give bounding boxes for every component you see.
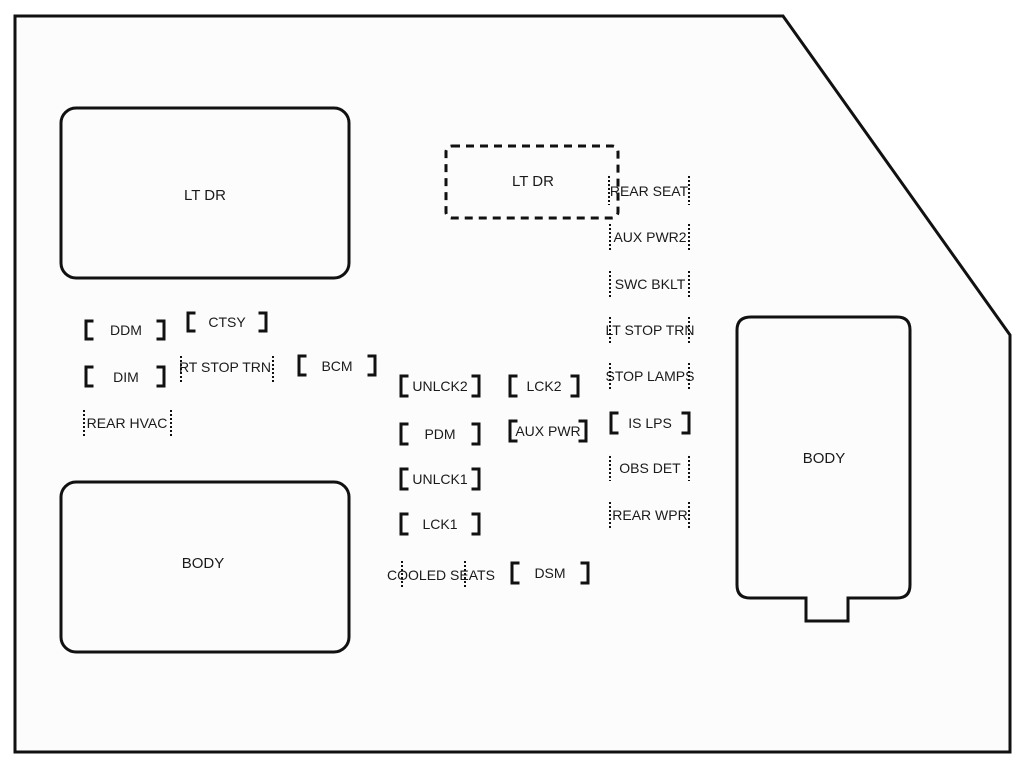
fuse-label: BCM (321, 358, 352, 374)
fuse-label: REAR HVAC (87, 415, 168, 431)
fuse-cooled-seats: COOLED SEATS (387, 561, 495, 587)
fuse-label: DDM (110, 322, 142, 338)
fuse-dim: DIM (84, 365, 166, 388)
relay-lt-dr-top-left: LT DR (59, 106, 351, 280)
fuse-label: AUX PWR (515, 423, 580, 439)
relay-label: BODY (803, 450, 846, 467)
fuse-ctsy: CTSY (186, 311, 268, 333)
relay-lt-dr-center-optional: LT DR (444, 144, 620, 220)
relay-body-bottom-left: BODY (59, 480, 351, 654)
fuse-lck2: LCK2 (508, 374, 580, 398)
fuse-label: LCK1 (422, 516, 457, 532)
fuse-label: REAR WPR (612, 507, 687, 523)
fuse-ddm: DDM (84, 319, 166, 341)
relay-label: LT DR (184, 187, 226, 204)
fuse-stop-lamps: STOP LAMPS (606, 363, 695, 389)
fuse-label: SWC BKLT (615, 276, 686, 292)
fuse-label: LCK2 (526, 378, 561, 394)
fuse-dsm: DSM (510, 561, 590, 585)
fuse-label: STOP LAMPS (606, 368, 695, 384)
fuse-is-lps: IS LPS (609, 411, 691, 435)
fuse-unlck2: UNLCK2 (399, 374, 481, 398)
fuse-lck1: LCK1 (399, 512, 481, 536)
fuse-label: REAR SEAT (610, 183, 689, 199)
fuse-label: AUX PWR2 (613, 229, 686, 245)
fuse-rear-seat: REAR SEAT (608, 176, 690, 205)
fuse-rt-stop-trn: RT STOP TRN (179, 356, 274, 382)
fuse-label: DIM (113, 369, 139, 385)
fuse-unlck1: UNLCK1 (399, 467, 481, 491)
fuse-bcm: BCM (297, 354, 377, 377)
fuse-label: PDM (424, 426, 455, 442)
fuse-label: LT STOP TRN (606, 322, 695, 338)
fuse-rear-wpr: REAR WPR (609, 502, 690, 528)
fuse-swc-bklt: SWC BKLT (609, 271, 690, 297)
fuse-label: IS LPS (628, 415, 672, 431)
relay-label: BODY (182, 555, 225, 572)
fuse-lt-stop-trn: LT STOP TRN (606, 317, 695, 343)
relay-label: LT DR (512, 173, 554, 190)
fuse-label: CTSY (208, 314, 246, 330)
fuse-label: DSM (534, 565, 565, 581)
fuse-aux-pwr2: AUX PWR2 (609, 224, 690, 250)
fuse-pdm: PDM (399, 422, 481, 446)
fuse-label: UNLCK1 (412, 471, 467, 487)
fuse-aux-pwr: AUX PWR (508, 419, 588, 443)
fuse-label: RT STOP TRN (179, 359, 271, 375)
fuse-obs-det: OBS DET (609, 456, 690, 481)
relay-body-right: BODY (735, 315, 912, 623)
fuse-label: OBS DET (619, 460, 681, 476)
fuse-label: UNLCK2 (412, 378, 467, 394)
fuse-rear-hvac: REAR HVAC (83, 410, 172, 437)
fuse-label: COOLED SEATS (387, 567, 495, 583)
panel-outline (13, 14, 1012, 754)
